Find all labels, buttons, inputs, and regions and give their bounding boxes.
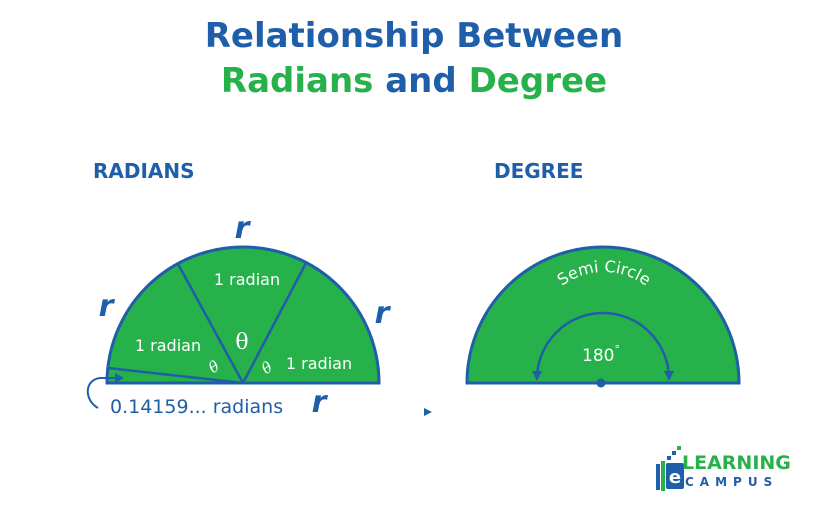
radius-line-right (241, 262, 308, 384)
remainder-pointer-arrow (86, 377, 122, 409)
radius-label-left: r (99, 289, 116, 324)
angle-value: 180 (582, 346, 614, 366)
title-radians-word: Radians (220, 61, 374, 101)
radius-line-small-angle (107, 366, 244, 385)
angle-arc (535, 311, 671, 380)
angle-arc-arrowhead-left (532, 371, 542, 381)
logo-book-spine-2 (661, 461, 665, 491)
sector-label-right: 1 radian (286, 354, 352, 373)
logo-pixel-1 (672, 451, 676, 455)
radius-label-bottom: r (312, 385, 329, 420)
logo-campus-text: CAMPUS (685, 475, 779, 489)
learning-campus-logo: LEARNING CAMPUS (652, 438, 802, 498)
degree-heading: DEGREE (494, 159, 584, 183)
angle-arc-arrowhead-right (664, 371, 674, 381)
logo-pixel-2 (667, 456, 671, 460)
radians-semicircle (105, 245, 381, 385)
degree-symbol: ° (614, 343, 620, 356)
title-line-1: Relationship Between (204, 16, 624, 56)
degree-semicircle-shape (465, 245, 741, 385)
degree-semicircle (465, 245, 741, 388)
logo-book-cover (666, 463, 684, 489)
theta-symbol-center: θ (235, 330, 248, 355)
logo-pixel-3 (677, 446, 681, 450)
remainder-arrowhead (115, 373, 124, 383)
angle-value-label: 180° (582, 343, 620, 366)
remainder-label: 0.14159... radians (110, 396, 283, 418)
sector-label-top: 1 radian (214, 270, 280, 289)
radians-heading: RADIANS (93, 159, 195, 183)
radius-line-left (176, 263, 245, 384)
radius-label-top: r (235, 211, 252, 246)
sector-label-left: 1 radian (135, 336, 201, 355)
radius-label-right: r (375, 296, 392, 331)
logo-book-spine-1 (656, 464, 660, 490)
title-line-2: Radians and Degree (0, 61, 828, 101)
radians-semicircle-shape (105, 245, 381, 385)
logo-book-icon: e (656, 446, 684, 491)
title-degree-word: Degree (468, 61, 608, 101)
stray-arrowhead (424, 408, 432, 416)
logo-e-letter: e (669, 467, 681, 488)
center-point (596, 378, 606, 388)
title-and-word: and (373, 61, 469, 101)
logo-learning-text: LEARNING (682, 452, 791, 474)
